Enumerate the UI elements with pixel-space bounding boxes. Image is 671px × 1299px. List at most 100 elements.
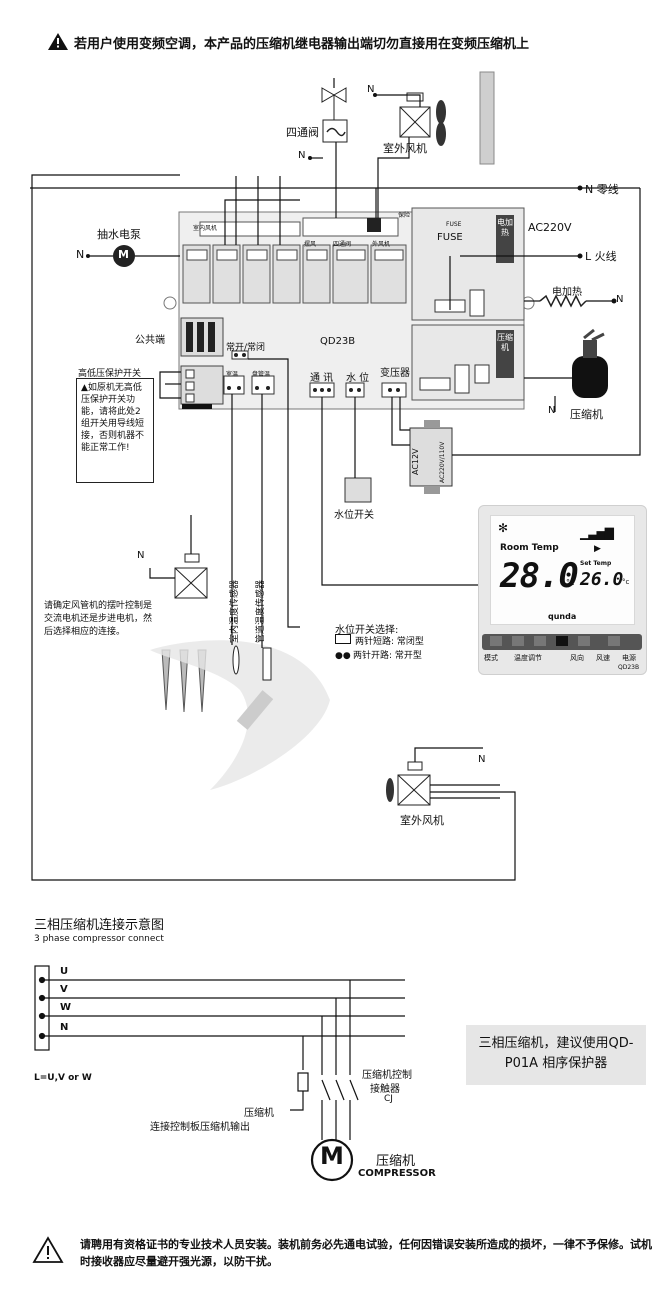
board-model: QD23B [320,336,356,347]
n-label: N [137,550,145,561]
n-label: N [478,754,486,765]
water-switch-icon [344,477,372,503]
pump-label: 抽水电泵 [97,228,141,241]
board-outfan: 外风机 [372,241,391,248]
no-nc-label: 常开/常闭 [226,343,266,353]
key-temp-up[interactable] [534,636,546,646]
board-pipe: 盘管温 [252,371,271,378]
n-label: N [548,405,556,416]
phase-w: W [60,1002,72,1013]
snowflake-icon: ✻ [498,521,509,535]
pump-symbol: M [118,248,129,261]
ac12v-label: AC12V [411,448,420,475]
set-temp-value: 26.0 [580,569,624,590]
fuse-label: FUSE [437,232,463,243]
compressor-label: 压缩机 [570,408,603,421]
water-select-opt2: ●●两针开路: 常开型 [335,651,422,661]
outdoor-fan-label-bottom: 室外风机 [400,814,444,827]
compressor-icon [572,328,608,398]
n-label: N [616,294,624,305]
brand-label: qunda [548,612,577,621]
terminal-dots [86,93,617,304]
set-temp-label: Set Temp [580,560,612,567]
four-way-valve-label: 四通阀 [286,126,319,139]
outdoor-fan-top-icon [399,71,495,165]
key-direction[interactable] [556,636,568,646]
fuse-small-label: FUSE [446,221,462,228]
control-board [163,207,535,410]
motor-name: 压缩机 [376,1154,416,1169]
room-temp-label: Room Temp [500,543,559,553]
pump-motor-icon [113,245,135,267]
water-level-label: 水 位 [346,373,370,384]
ac220-110-label: AC220V/110V [439,441,446,483]
output-line1: 压缩机 [244,1108,274,1119]
fan-note: 请确定风管机的摆叶控制是交流电机还是步进电机，然后选择相应的连接。 [44,601,153,637]
heater-resistor-icon [539,294,587,308]
board-indoor-fan: 室内风机 [193,225,218,232]
hl-warning-box: ▲如原机无高低压保护开关功能，请将此处2组开关用导线短接，否则机器不能正常工作! [76,378,154,483]
contactor-line2: 接触器 [370,1084,400,1095]
button-label-power: 电源 [622,654,636,662]
button-label-speed: 风速 [596,654,610,662]
button-label-mode: 模式 [484,654,498,662]
transformer-icon [409,420,453,494]
motor-symbol: M [320,1142,344,1170]
three-phase-title: 三相压缩机连接示意图 [34,918,165,933]
outdoor-fan-bottom-icon [386,761,431,806]
three-phase-note: 三相压缩机，建议使用QD-P01A 相序保护器 [466,1025,646,1085]
phase-u: U [60,966,69,977]
three-phase-subtitle: 3 phase compressor connect [34,934,164,944]
electric-heat-label: 电加热 [552,287,582,298]
fan-speed-icon: ▁▃▅▇ [580,526,614,540]
pipe-temp-sensor-label: 管道温度传感器 [256,579,266,643]
bottom-warning-icon [32,1236,64,1263]
set-temp-unit: °c [622,578,630,586]
outdoor-fan-label: 室外风机 [383,142,427,155]
contactor-line1: 压缩机控制 [362,1070,412,1081]
ac220v-label: AC220V [528,221,572,234]
key-speed[interactable] [578,636,590,646]
sensor-probes [232,645,274,730]
room-temp-value: 28.0 [500,556,579,596]
indoor-temp-sensor-label: 室内温度传感器 [230,579,240,643]
transformer-label: 变压器 [380,368,410,379]
bottom-warning: 请聘用有资格证书的专业技术人员安装。装机前务必先通电试验，任何因错误安装所造成的… [80,1238,652,1268]
common-terminal-label: 公共端 [135,335,165,346]
board-fuse: 保险 [398,212,411,219]
button-label-temp: 温度调节 [514,654,542,662]
button-label-direction: 风向 [570,654,584,662]
n-label: N [367,84,375,95]
n-label: N [76,248,85,261]
water-switch-label: 水位开关 [334,510,374,521]
indoor-fan-icon [150,553,330,790]
key-temp-down[interactable] [512,636,524,646]
four-way-valve-symbol [321,87,348,143]
electric-heat-tag: 电加热 [497,218,513,237]
panel-model: QD23B [618,664,640,671]
water-select-opt1: 两针短路: 常闭型 [335,634,424,647]
key-power[interactable] [608,636,620,646]
live-label: L 火线 [585,250,617,263]
l-note: L=U,V or W [34,1073,92,1083]
compressor-tag: 压缩机 [497,333,513,352]
phase-n: N [60,1022,69,1033]
three-phase-diagram [34,965,405,1182]
motor-en: COMPRESSOR [358,1168,436,1179]
board-swing: 摆风 [304,241,317,248]
contactor-line3: CJ [384,1094,393,1104]
n-label: N [298,150,306,161]
key-mode[interactable] [490,636,502,646]
hl-switch-label: 高低压保护开关 [78,369,142,379]
room-temp-unit: °c [566,578,575,587]
thermostat-lcd [490,515,635,625]
main-wires [30,78,641,881]
water-select-title: 水位开关选择: [335,625,399,636]
board-room: 室温 [226,371,239,378]
comm-label: 通 讯 [310,373,334,384]
phase-v: V [60,984,68,995]
board-4way: 四通阀 [333,241,352,248]
neutral-label: N 零线 [585,183,619,196]
top-warning: 若用户使用变频空调，本产品的压缩机继电器输出端切勿直接用在变频压缩机上 [74,37,530,52]
